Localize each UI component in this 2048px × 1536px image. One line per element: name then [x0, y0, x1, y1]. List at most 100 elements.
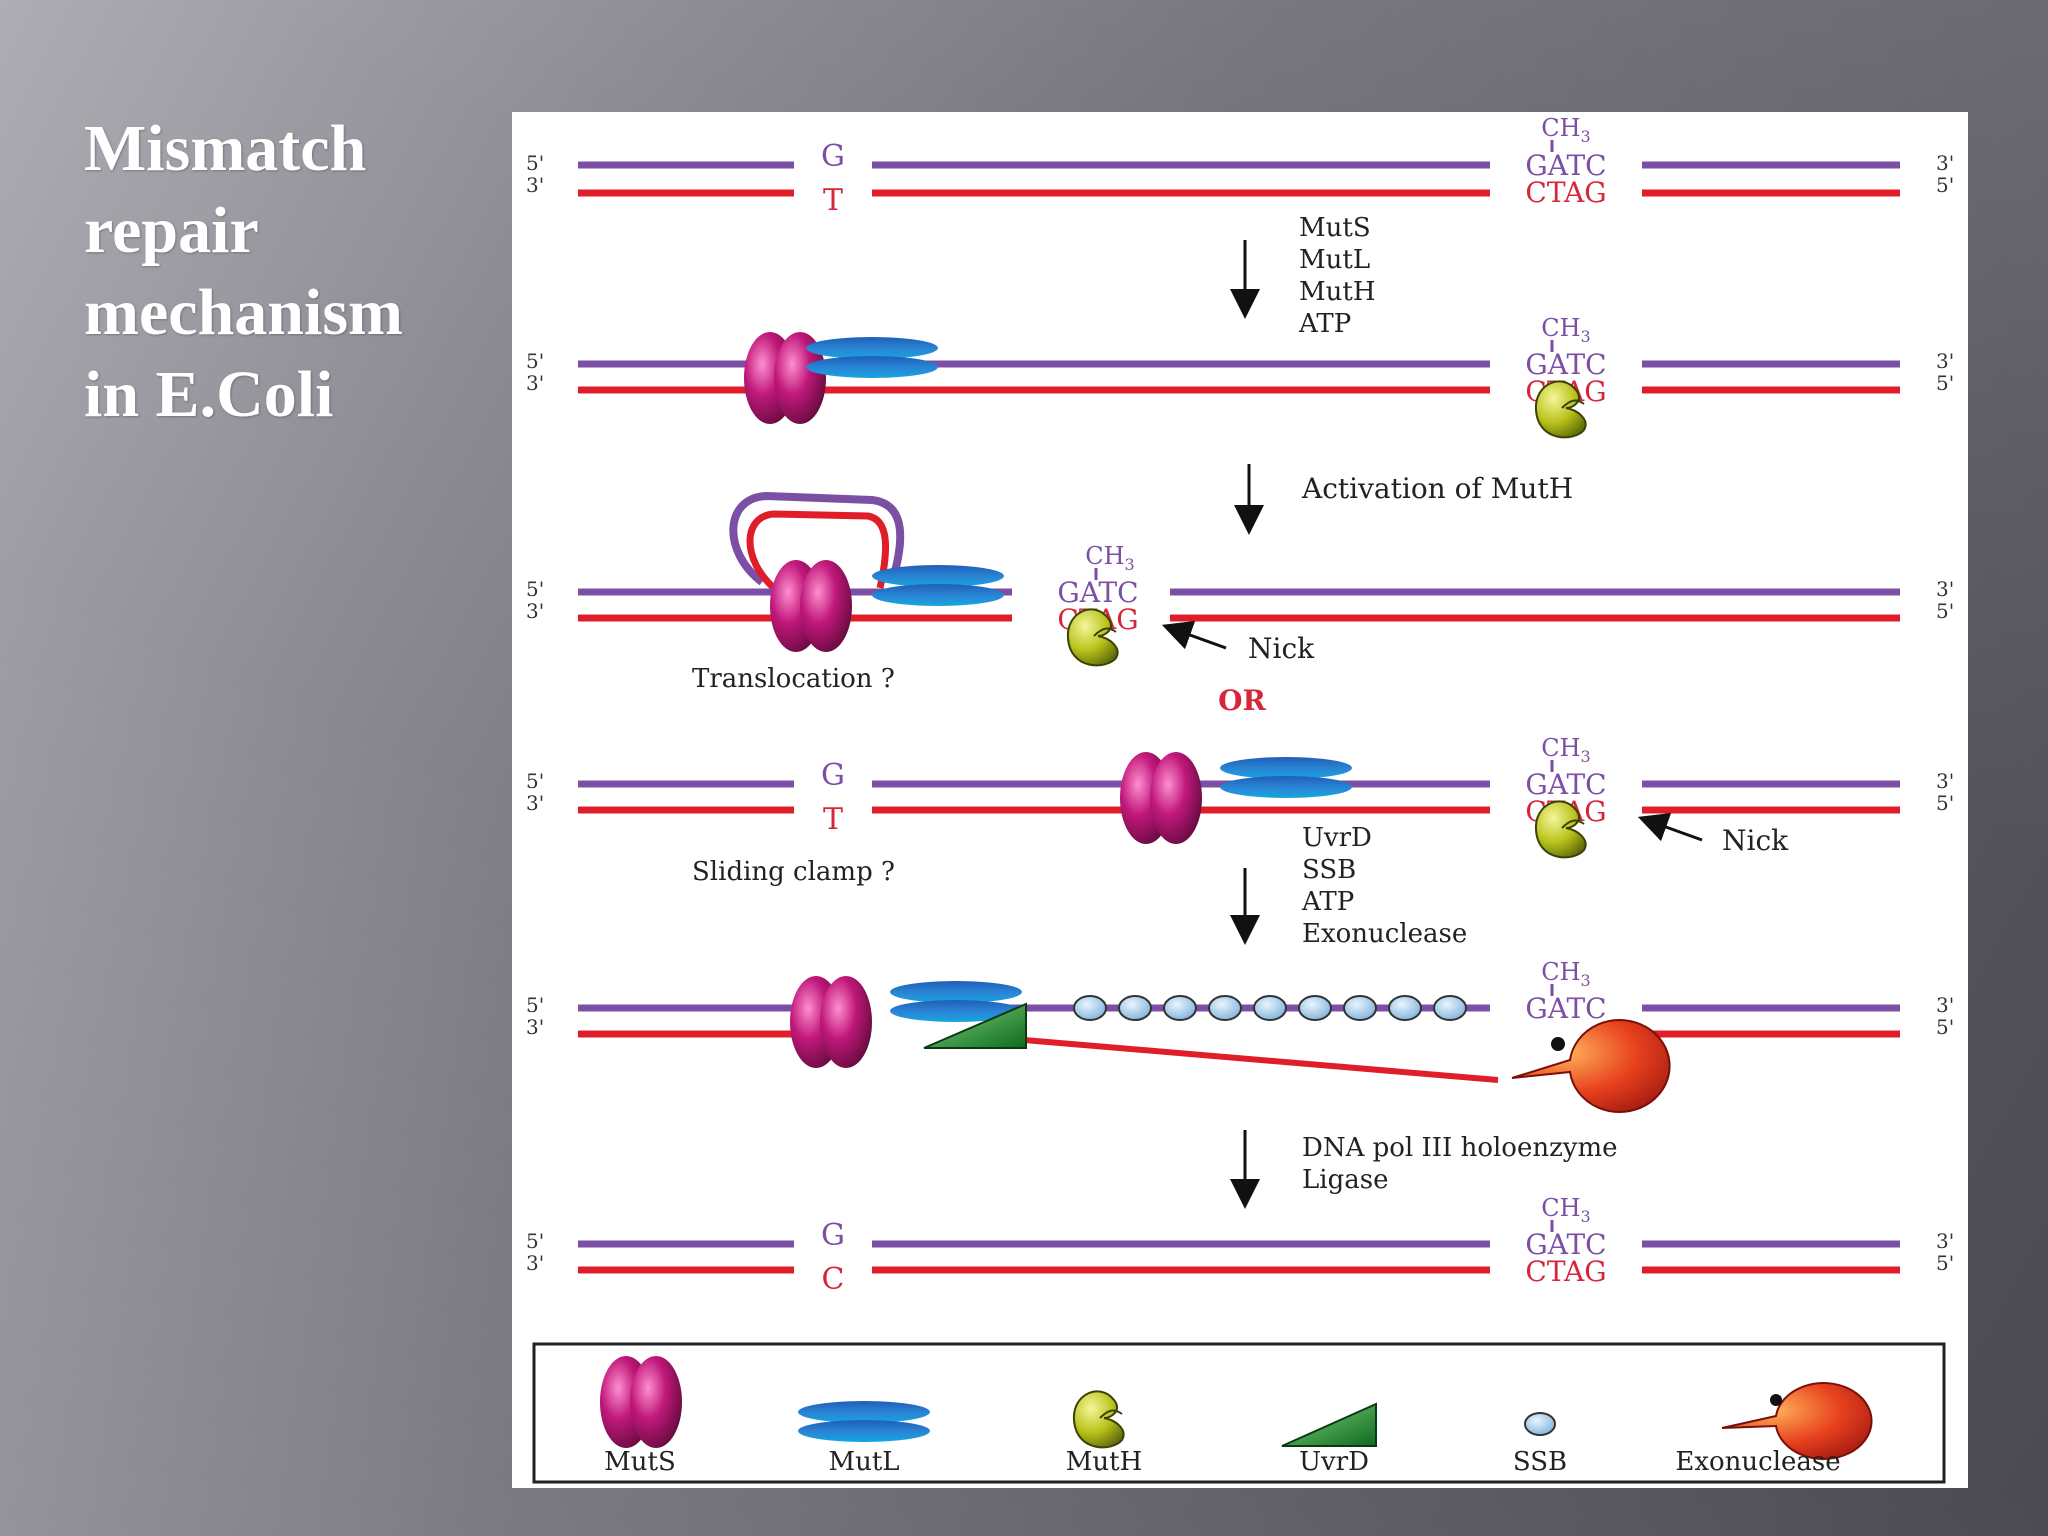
legend-label: UvrD [1299, 1447, 1369, 1477]
ssb-protein [1253, 995, 1287, 1021]
legend-item-muth: MutH [1066, 1390, 1143, 1477]
three-prime-label: 3' [1936, 993, 1954, 1017]
three-prime-label: 3' [526, 371, 544, 395]
title-line: Mismatch [84, 112, 367, 185]
legend: MutS MutL MutH UvrD SSB Exonuclease [532, 1342, 1946, 1484]
repaired-base-bottom: C [822, 1262, 845, 1297]
three-prime-label: 3' [526, 791, 544, 815]
methyl-group-label: CH3 [1541, 114, 1590, 146]
ssb-chain [1073, 995, 1467, 1021]
step-item: UvrD [1302, 823, 1372, 853]
ssb-protein [1118, 995, 1152, 1021]
ssb-protein [1163, 995, 1197, 1021]
ctag-site: CTAG [1525, 1255, 1606, 1288]
five-prime-label: 5' [526, 577, 544, 601]
three-prime-label: 3' [526, 599, 544, 623]
mutl-protein [872, 565, 1004, 606]
step-4: DNA pol III holoenzyme Ligase [1230, 1130, 1618, 1209]
muts-protein [770, 560, 852, 652]
five-prime-label: 5' [526, 151, 544, 175]
dna-row-1: 5' 3' G T CH3 GATC CTAG 3' 5' [526, 114, 1954, 218]
three-prime-label: 3' [1936, 577, 1954, 601]
uvrd-helicase [923, 1002, 1027, 1049]
legend-label: MutH [1066, 1447, 1143, 1477]
muts-protein [1120, 752, 1202, 844]
nick-arrow [1161, 620, 1227, 650]
dna-loop [746, 510, 890, 591]
step-item: ATP [1301, 887, 1354, 917]
dna-loop [729, 491, 905, 586]
step-item: MutS [1299, 213, 1371, 243]
dna-row-6: 5' 3' G C CH3 GATC CTAG 3' 5' [526, 1194, 1954, 1297]
three-prime-label: 3' [1936, 151, 1954, 175]
methyl-group-label: CH3 [1541, 314, 1590, 346]
step-item: ATP [1298, 309, 1351, 339]
mismatch-repair-diagram: 5' 3' G T CH3 GATC CTAG 3' 5' MutS MutL … [512, 112, 1968, 1488]
gatc-site: GATC [1525, 992, 1606, 1025]
mismatch-base-top: G [821, 139, 845, 174]
methyl-group-label: CH3 [1541, 734, 1590, 766]
five-prime-label: 5' [1936, 791, 1954, 815]
methyl-group-label: CH3 [1541, 1194, 1590, 1226]
gatc-site: GATC [1525, 1228, 1606, 1261]
nick-arrow [1637, 812, 1703, 842]
step-label: Activation of MutH [1301, 472, 1573, 505]
five-prime-label: 5' [526, 993, 544, 1017]
step-item: MutH [1299, 277, 1376, 307]
three-prime-label: 3' [526, 1251, 544, 1275]
mutl-protein [806, 337, 938, 378]
muts-protein [790, 976, 872, 1068]
title-line: repair [84, 194, 259, 267]
step-2: Activation of MutH [1234, 464, 1573, 535]
step-3: UvrD SSB ATP Exonuclease [1230, 823, 1467, 949]
methyl-group-label: CH3 [1541, 958, 1590, 990]
step-item: DNA pol III holoenzyme [1302, 1133, 1618, 1163]
ssb-protein [1388, 995, 1422, 1021]
dna-row-4: 5' 3' G T CH3 GATC CTAG Nick Sliding cla… [526, 734, 1954, 887]
ssb-protein [1208, 995, 1242, 1021]
ssb-protein [1073, 995, 1107, 1021]
five-prime-label: 5' [526, 349, 544, 373]
legend-item-muts: MutS [600, 1356, 682, 1477]
nick-label: Nick [1722, 824, 1789, 857]
three-prime-label: 3' [526, 173, 544, 197]
ssb-protein [1343, 995, 1377, 1021]
mutl-protein [1220, 757, 1352, 798]
dna-row-2: 5' 3' CH3 GATC CTAG 3' 5' [526, 314, 1954, 439]
step-item: Ligase [1302, 1165, 1388, 1195]
title-line: mechanism [84, 276, 403, 349]
row-caption: Translocation ? [692, 664, 895, 694]
three-prime-label: 3' [1936, 349, 1954, 373]
nick-label: Nick [1248, 632, 1315, 665]
legend-box [532, 1342, 1946, 1484]
dna-row-5: 5' 3' CH3 GATC 3' 5' [526, 958, 1954, 1113]
row-caption: Sliding clamp ? [692, 857, 895, 887]
ssb-protein [1298, 995, 1332, 1021]
five-prime-label: 5' [1936, 1251, 1954, 1275]
legend-label: Exonuclease [1675, 1447, 1840, 1477]
three-prime-label: 3' [1936, 769, 1954, 793]
three-prime-label: 3' [526, 1015, 544, 1039]
five-prime-label: 5' [1936, 1015, 1954, 1039]
three-prime-label: 3' [1936, 1229, 1954, 1253]
five-prime-label: 5' [1936, 599, 1954, 623]
gatc-site: GATC [1525, 768, 1606, 801]
five-prime-label: 5' [1936, 371, 1954, 395]
ssb-protein [1433, 995, 1467, 1021]
step-item: MutL [1299, 245, 1370, 275]
mismatch-base-bottom: T [823, 802, 843, 837]
ctag-site: CTAG [1525, 176, 1606, 209]
mismatch-base-bottom: T [823, 183, 843, 218]
methyl-group-label: CH3 [1085, 542, 1134, 574]
step-1: MutS MutL MutH ATP [1230, 213, 1376, 339]
or-label: OR [1218, 684, 1266, 717]
legend-label: MutL [828, 1447, 899, 1477]
five-prime-label: 5' [526, 1229, 544, 1253]
step-item: SSB [1302, 855, 1356, 885]
gatc-site: GATC [1057, 576, 1138, 609]
title-line: in E.Coli [84, 358, 334, 431]
excised-strand [1023, 1037, 1499, 1083]
gatc-site: GATC [1525, 149, 1606, 182]
five-prime-label: 5' [1936, 173, 1954, 197]
step-item: Exonuclease [1302, 919, 1467, 949]
